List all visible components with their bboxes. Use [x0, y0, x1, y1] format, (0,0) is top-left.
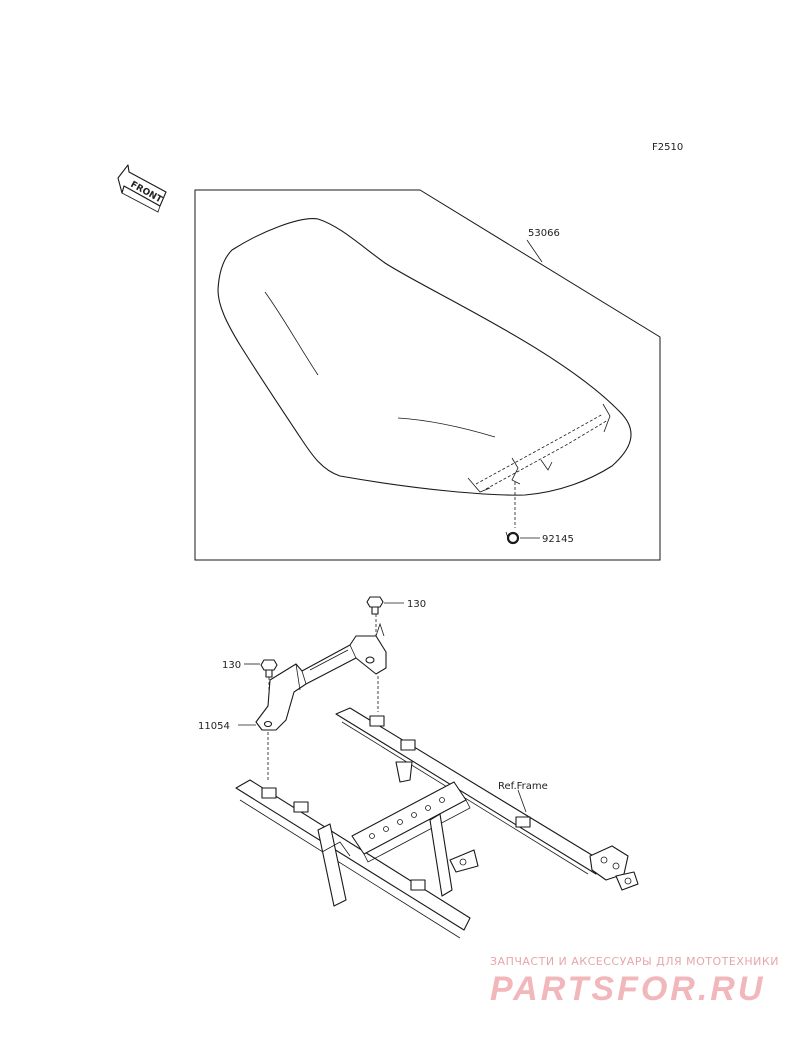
label-53066: 53066 [528, 228, 560, 239]
seat-panel-border [194, 189, 661, 561]
seat-drawing [217, 218, 632, 528]
watermark: ЗАПЧАСТИ И АКСЕССУАРЫ ДЛЯ МОТОТЕХНИКИ PA… [490, 955, 779, 1008]
bolt-right-icon [366, 596, 384, 615]
watermark-brand: PARTSFOR.RU [490, 970, 765, 1008]
front-arrow-icon: FRONT [117, 164, 167, 213]
hook-icon [505, 531, 520, 545]
label-ref-frame: Ref.Frame [498, 781, 548, 792]
label-130-left: 130 [222, 660, 241, 671]
bracket-drawing [255, 622, 387, 731]
label-92145: 92145 [542, 534, 574, 545]
label-130-right: 130 [407, 599, 426, 610]
frame-drawing [235, 707, 639, 939]
diagram-code: F2510 [652, 142, 683, 153]
label-11054: 11054 [198, 721, 230, 732]
watermark-tagline: ЗАПЧАСТИ И АКСЕССУАРЫ ДЛЯ МОТОТЕХНИКИ [490, 955, 779, 968]
bolt-left-icon [260, 659, 278, 678]
